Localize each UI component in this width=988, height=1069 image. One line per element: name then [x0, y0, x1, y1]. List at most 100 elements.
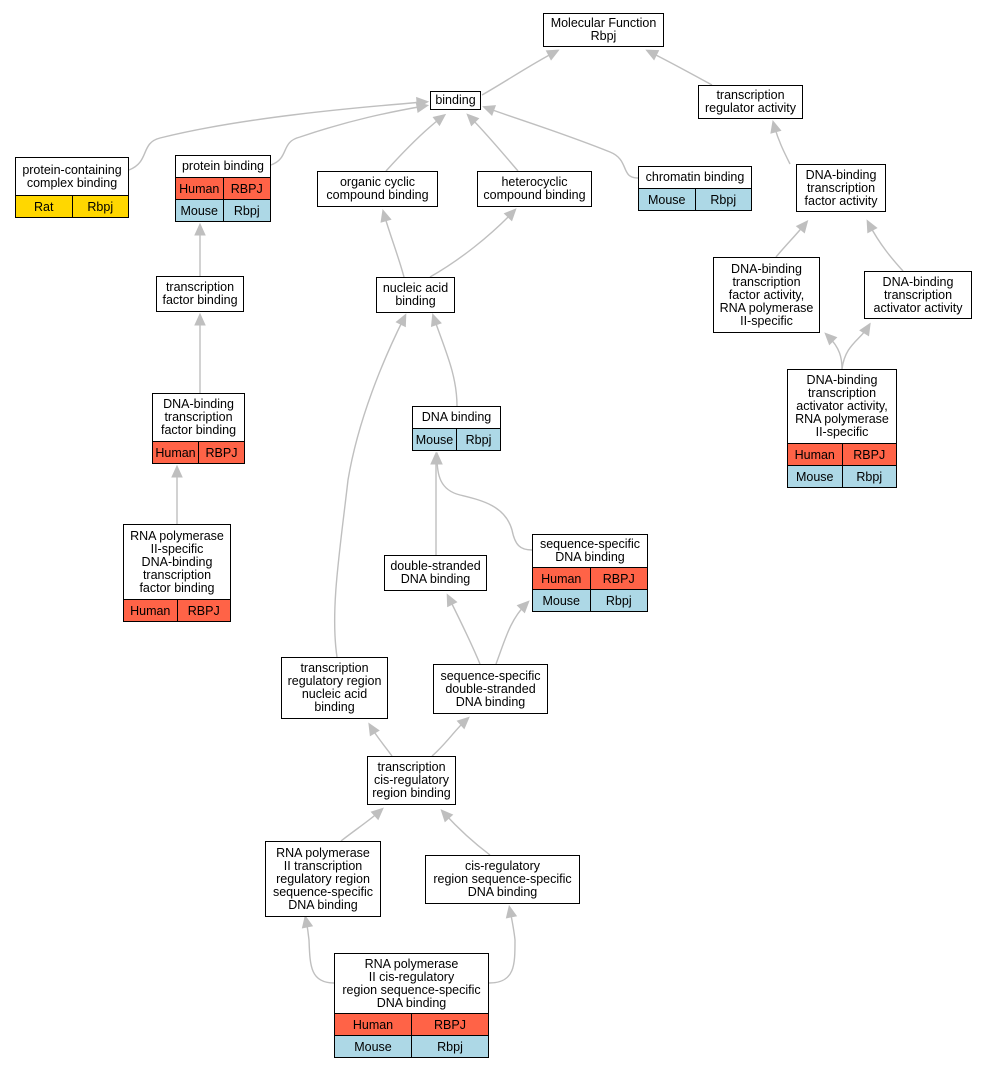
go-term-node-rp2cr[interactable]: RNA polymerase II cis-regulatory region … [334, 953, 489, 1058]
species-cell: Mouse [180, 203, 219, 218]
arrowhead-binding-to-mf [545, 49, 560, 61]
arrowhead-rp2trr-to-tcrb [370, 807, 384, 821]
go-term-node-hccb[interactable]: heterocyclic compound binding [477, 171, 592, 207]
go-term-label: transcription regulatory region nucleic … [287, 661, 382, 714]
go-term-label: transcription factor binding [162, 280, 238, 307]
go-term-label: DNA-binding transcription factor activit… [719, 261, 814, 328]
go-term-node-mf[interactable]: Molecular Function Rbpj [543, 13, 664, 47]
species-cell: Human [130, 603, 171, 618]
arrowhead-cb-to-binding [482, 105, 497, 116]
species-cell: Human [179, 181, 220, 196]
arrowhead-dbtfa-to-tra [770, 119, 782, 134]
go-term-node-occb[interactable]: organic cyclic compound binding [317, 171, 438, 207]
annotation-row-human: Human RBPJ [788, 443, 896, 465]
gene-cell: RBPJ [411, 1014, 488, 1035]
gene-cell: RBPJ [176, 600, 231, 621]
go-term-label: chromatin binding [645, 170, 745, 184]
gene-cell: Rbpj [222, 200, 271, 221]
go-term-label: binding [435, 93, 476, 107]
species-cell: Mouse [354, 1039, 392, 1054]
go-term-node-rp2trr[interactable]: RNA polymerase II transcription regulato… [265, 841, 381, 917]
arrowhead-ssdsdb-to-dsdb [446, 593, 458, 608]
go-term-node-dbtfa[interactable]: DNA-binding transcription factor activit… [796, 164, 886, 212]
arrowhead-crrssdb-to-tcrb [440, 809, 454, 823]
go-term-label: DNA-binding transcription factor activit… [804, 167, 878, 208]
gene-cell: Rbpj [411, 1036, 488, 1057]
arrowhead-dbtfb-to-tfb [194, 312, 206, 326]
edge-binding-to-mf [481, 51, 556, 96]
go-term-label: RNA polymerase II transcription regulato… [272, 845, 374, 912]
go-term-label: protein-containing complex binding [22, 162, 122, 190]
species-cell: Mouse [542, 593, 581, 608]
go-term-label: protein binding [181, 159, 264, 173]
species-cell: Human [155, 445, 196, 460]
arrowhead-nab-to-occb [380, 208, 392, 223]
gene-cell: Rbpj [841, 466, 897, 487]
species-cell: Mouse [647, 192, 686, 207]
go-term-label: transcription cis-regulatory region bind… [372, 760, 451, 800]
go-term-node-dbtaa[interactable]: DNA-binding transcription activator acti… [864, 271, 972, 319]
go-term-node-dbtfarp[interactable]: DNA-binding transcription factor activit… [713, 257, 820, 333]
gene-cell: RBPJ [841, 444, 897, 465]
gene-cell: Rbpj [456, 429, 500, 450]
annotation-row-mouse: Mouse Rbpj [639, 188, 751, 210]
arrowhead-trrnab-to-nab [395, 313, 407, 328]
go-term-node-dbtfb[interactable]: DNA-binding transcription factor binding… [152, 393, 245, 464]
arrowhead-dnab-to-nab [430, 313, 442, 327]
species-cell: Human [794, 447, 835, 462]
go-term-node-rp2[interactable]: RNA polymerase II-specific DNA-binding t… [123, 524, 231, 622]
edge-pccb-to-binding [128, 101, 425, 171]
go-term-node-trrnab[interactable]: transcription regulatory region nucleic … [281, 657, 388, 719]
go-term-node-dsdb[interactable]: double-stranded DNA binding [384, 555, 487, 591]
arrowhead-occb-to-binding [432, 113, 447, 127]
arrowhead-ssdb-to-dnab [431, 451, 443, 465]
go-term-label: Molecular Function Rbpj [550, 16, 657, 43]
edge-trrnab-to-nab [333, 317, 405, 658]
go-term-label: DNA binding [421, 410, 492, 424]
arrowhead-dbtaarp-to-dbtaa [859, 322, 871, 337]
arrowhead-tra-to-mf [645, 49, 660, 61]
species-cell: Human [541, 571, 582, 586]
go-term-label: DNA-binding transcription activator acti… [873, 274, 963, 315]
go-term-node-nab[interactable]: nucleic acid binding [376, 277, 455, 313]
go-term-node-binding[interactable]: binding [430, 91, 481, 110]
go-term-node-tra[interactable]: transcription regulator activity [698, 85, 803, 119]
edge-cb-to-binding [486, 107, 639, 179]
go-term-label: heterocyclic compound binding [483, 175, 586, 202]
go-term-node-dbtaarp[interactable]: DNA-binding transcription activator acti… [787, 369, 897, 488]
arrowhead-dbtaarp-to-dbtfarp [824, 332, 838, 346]
arrowhead-rp2cr-to-rp2trr [301, 914, 314, 929]
gene-cell: Rbpj [71, 196, 129, 217]
annotation-row-human: Human RBPJ [124, 599, 230, 621]
arrowhead-hccb-to-binding [466, 113, 480, 127]
go-term-label: DNA-binding transcription activator acti… [795, 373, 889, 439]
go-term-label: RNA polymerase II-specific DNA-binding t… [130, 528, 224, 595]
go-term-label: organic cyclic compound binding [326, 175, 429, 202]
edge-pb-to-binding [270, 105, 425, 166]
gene-cell: Rbpj [694, 189, 752, 210]
arrowhead-rp2cr-to-crrssdb [505, 904, 518, 919]
go-term-node-tcrb[interactable]: transcription cis-regulatory region bind… [367, 756, 456, 805]
go-term-node-tfb[interactable]: transcription factor binding [156, 276, 244, 312]
go-term-label: sequence-specific double-stranded DNA bi… [440, 668, 541, 709]
arrowhead-tcrb-to-ssdsdb [456, 716, 470, 730]
go-term-node-crrssdb[interactable]: cis-regulatory region sequence-specific … [425, 855, 580, 904]
edge-ssdb-to-dnab [436, 456, 533, 551]
arrowhead-dbtfarp-to-dbtfa [795, 219, 809, 234]
go-term-node-ssdsdb[interactable]: sequence-specific double-stranded DNA bi… [433, 664, 548, 714]
arrowhead-dbtaa-to-dbtfa [866, 219, 878, 234]
go-term-label: double-stranded DNA binding [390, 559, 481, 586]
